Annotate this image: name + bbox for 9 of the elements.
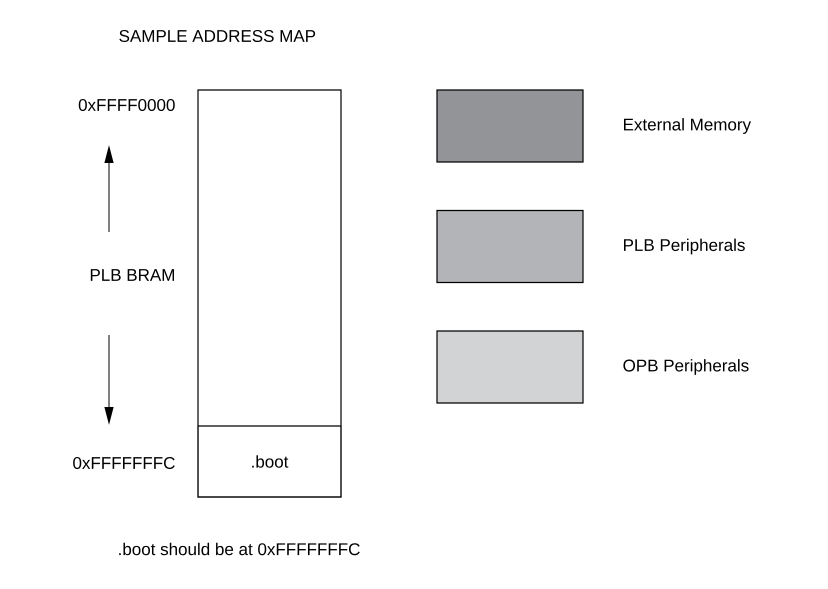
legend-label: OPB Peripherals — [623, 359, 749, 375]
legend-label: PLB Peripherals — [624, 238, 745, 254]
address-label: 0xFFFFFFFC — [73, 456, 175, 470]
range-label: PLB BRAM — [90, 269, 174, 281]
legend-label: External Memory — [624, 118, 752, 134]
caption: .boot should be at 0xFFFFFFFC — [119, 542, 360, 556]
title: SAMPLE ADDRESS MAP — [119, 30, 316, 42]
address-label: 0xFFFF0000 — [78, 98, 175, 112]
boot-section-box: .boot — [197, 425, 342, 498]
